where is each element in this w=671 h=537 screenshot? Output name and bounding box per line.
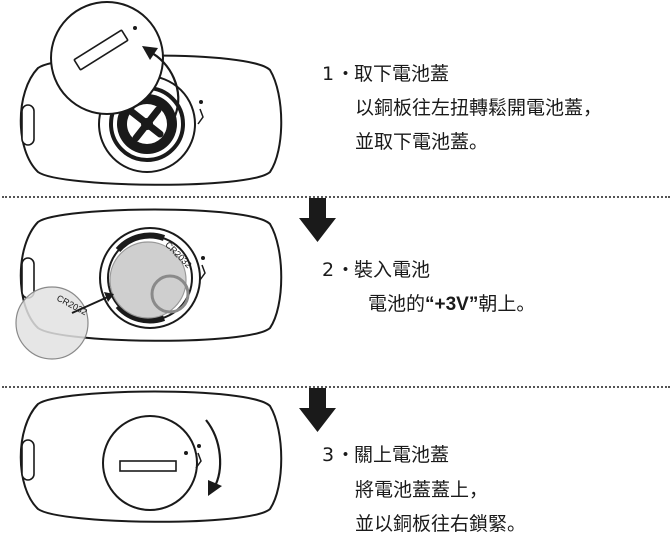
- lock-indicator-icon: [195, 444, 202, 469]
- battery-housing-1: [98, 75, 196, 173]
- side-slot-1: [21, 104, 35, 146]
- step-3-line-1: 將電池蓋蓋上，: [355, 479, 489, 501]
- device-body-1: [19, 54, 283, 186]
- step-2-number: 2: [322, 259, 335, 281]
- step-1-separator: ・: [336, 63, 356, 85]
- remove-arrow-icon: [149, 51, 180, 117]
- device-body-3: [19, 390, 283, 523]
- side-slot-2: [21, 257, 35, 299]
- step-1-title: 1・取下電池蓋: [322, 62, 449, 86]
- divider-1: [2, 196, 670, 198]
- installed-battery-label: CR2032: [163, 240, 193, 270]
- loose-battery-label: CR2032: [55, 293, 89, 317]
- contact-ring: [150, 274, 190, 314]
- divider-2: [2, 386, 670, 388]
- lock-emblem-icon: [117, 94, 177, 154]
- closed-cover-coin-slot: [119, 460, 177, 472]
- step-3-title: 3・關上電池蓋: [322, 443, 449, 467]
- step-2-line-suffix: 朝上。: [478, 293, 536, 315]
- lock-indicator-icon: [199, 256, 206, 281]
- battery-housing-2: [99, 227, 201, 329]
- battery-cover-closed: [102, 415, 198, 511]
- side-slot-3: [21, 439, 35, 481]
- step-2-separator: ・: [336, 259, 356, 281]
- step-1-number: 1: [322, 63, 335, 85]
- installed-battery: [109, 241, 187, 319]
- step-2-line-prefix: 電池的: [368, 293, 426, 315]
- step-2-heading: 裝入電池: [354, 259, 431, 281]
- removed-cover: [50, 1, 164, 115]
- down-arrow-icon: [299, 388, 336, 432]
- step-1-line-2: 並取下電池蓋。: [355, 131, 489, 153]
- loose-battery: [15, 286, 89, 360]
- step-3-line-2: 並以銅板往右鎖緊。: [355, 513, 527, 535]
- insert-arrow-icon: [71, 295, 111, 314]
- step-2-line-1: 電池的“+3V”朝上。: [368, 292, 535, 317]
- step-2-line-emphasis: “+3V”: [425, 294, 479, 315]
- step-3-number: 3: [322, 444, 335, 466]
- lock-indicator-icon: [197, 100, 204, 125]
- device-body-2: [19, 208, 283, 342]
- step-3-separator: ・: [336, 444, 356, 466]
- tighten-arrow-icon: [205, 419, 222, 489]
- step-3-heading: 關上電池蓋: [354, 444, 450, 466]
- down-arrow-icon: [299, 198, 336, 242]
- step-1-heading: 取下電池蓋: [354, 63, 450, 85]
- step-2-title: 2・裝入電池: [322, 258, 430, 282]
- cover-coin-slot: [73, 29, 129, 71]
- step-1-line-1: 以銅板往左扭轉鬆開電池蓋，: [355, 97, 603, 119]
